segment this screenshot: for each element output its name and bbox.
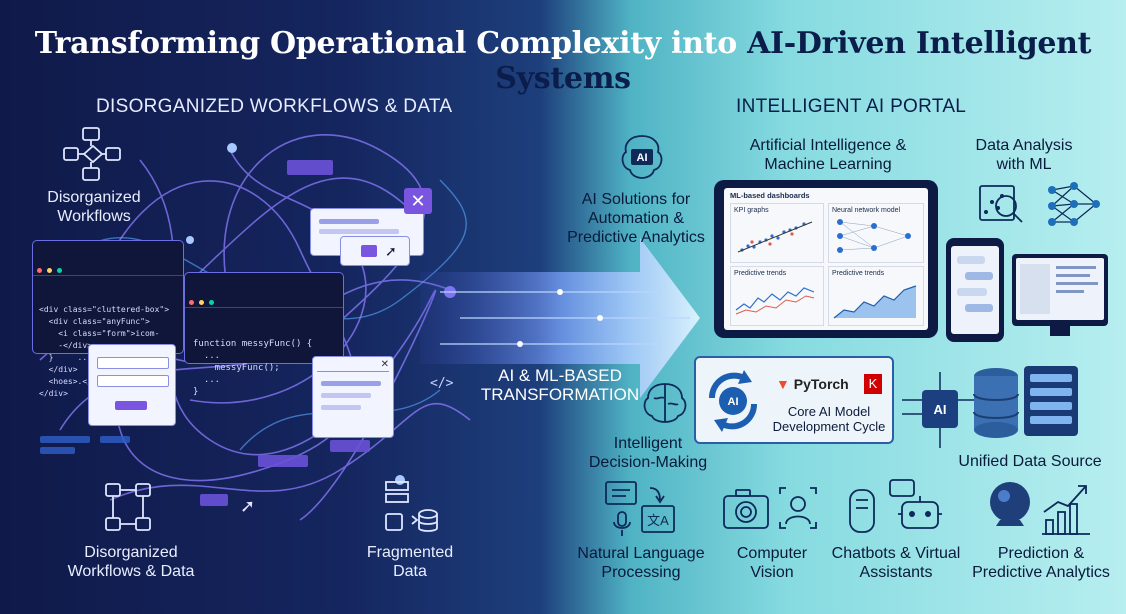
database-stack-icon bbox=[973, 366, 1078, 438]
code-line-a-4: } .. bbox=[39, 353, 88, 362]
nlp-icon: 文A bbox=[605, 481, 675, 536]
phone-device bbox=[946, 238, 1004, 342]
svg-text:AI: AI bbox=[637, 152, 648, 164]
chatbot-icon bbox=[849, 479, 942, 533]
trends-label-2: Predictive trends bbox=[832, 270, 885, 277]
code-line-b-0: function messyFunc() { bbox=[193, 339, 313, 349]
computer-vision-icon bbox=[723, 487, 817, 529]
code-line-b-4: } bbox=[193, 387, 199, 397]
code-line-b-3: ... bbox=[193, 375, 221, 385]
code-panel-messy-func: function messyFunc() { ... messyFunc(); … bbox=[184, 272, 344, 397]
code-line-b-2: messyFunc(); bbox=[193, 363, 280, 373]
code-line-a-3: -</div> bbox=[39, 341, 92, 350]
floating-window-bottom: ✕ bbox=[312, 356, 394, 438]
svg-text:AI: AI bbox=[728, 396, 739, 408]
label-disorganized-workflows: Disorganized Workflows bbox=[47, 189, 141, 225]
label-core-cycle: Core AI Model Development Cycle bbox=[772, 404, 886, 434]
code-line-a-7: </div> bbox=[39, 389, 68, 398]
fragmented-data-icon bbox=[385, 481, 438, 532]
pytorch-logo: ▼ PyTorch bbox=[776, 376, 849, 392]
monitor-stand bbox=[1050, 326, 1070, 336]
code-lines-1: <div class="cluttered-box"> <div class="… bbox=[33, 300, 183, 404]
workflow-data-icon bbox=[105, 483, 151, 531]
label-prediction: Prediction & Predictive Analytics bbox=[972, 545, 1110, 581]
code-lines-2: function messyFunc() { ... messyFunc(); … bbox=[185, 332, 343, 404]
code-panel-cluttered: <div class="cluttered-box"> <div class="… bbox=[32, 240, 184, 398]
dashboard-tablet: ML-based dashboards KPI graphs Neural ne… bbox=[714, 180, 938, 338]
label-chatbots: Chatbots & Virtual Assistants bbox=[831, 545, 961, 581]
prediction-icon bbox=[990, 482, 1090, 535]
kpi-graph-label: KPI graphs bbox=[734, 207, 769, 214]
form-card bbox=[88, 344, 176, 426]
ai-brain-icon: AI bbox=[621, 135, 663, 179]
label-computer-vision: Computer Vision bbox=[736, 545, 808, 581]
trends-area-chart-2 bbox=[833, 285, 917, 319]
nn-mini-diagram bbox=[837, 219, 911, 253]
code-line-a-5: </div> bbox=[39, 365, 78, 374]
cursor-icon: ➚ bbox=[385, 243, 397, 259]
brain-icon bbox=[643, 383, 687, 423]
dashboard-title: ML-based dashboards bbox=[730, 191, 810, 200]
label-ai-ml: Artificial Intelligence & Machine Learni… bbox=[749, 137, 907, 173]
label-transformation: AI & ML-BASED TRANSFORMATION bbox=[480, 366, 640, 404]
floating-window-small: ➚ bbox=[340, 236, 410, 266]
code-line-a-6: <hoes>.</son> bbox=[39, 377, 112, 386]
code-line-b-1: ... bbox=[193, 351, 221, 361]
label-nlp: Natural Language Processing bbox=[577, 545, 705, 581]
svg-text:AI: AI bbox=[934, 402, 947, 417]
keras-logo: K bbox=[864, 374, 882, 394]
trends-label-1: Predictive trends bbox=[734, 270, 787, 277]
workflow-icon bbox=[63, 127, 121, 181]
ai-chip-icon: AI bbox=[902, 372, 978, 448]
right-heading: INTELLIGENT AI PORTAL bbox=[736, 96, 967, 117]
label-disorganized-workflows-data: Disorganized Workflows & Data bbox=[67, 544, 195, 580]
page-title: Transforming Operational Complexity into… bbox=[34, 26, 1092, 96]
label-unified-data: Unified Data Source bbox=[958, 453, 1102, 470]
code-line-a-0: <div class="cluttered-box"> bbox=[39, 305, 170, 314]
label-decision-making: Intelligent Decision-Making bbox=[588, 435, 708, 471]
label-ai-solutions: AI Solutions for Automation & Predictive… bbox=[567, 191, 705, 246]
code-line-a-1: <div class="anyFunc"> bbox=[39, 317, 150, 326]
nn-model-label: Neural network model bbox=[832, 207, 901, 214]
core-ai-cycle-panel: AI ▼ PyTorch K Core AI Model Development… bbox=[694, 356, 894, 444]
kpi-scatter bbox=[737, 221, 813, 253]
close-icon-small: ✕ bbox=[317, 359, 389, 372]
data-analysis-icon bbox=[979, 182, 1100, 226]
code-line-a-2: <i class="form">icom- bbox=[39, 329, 160, 338]
cycle-arrows-icon: AI bbox=[708, 370, 758, 432]
left-heading: DISORGANIZED WORKFLOWS & DATA bbox=[96, 96, 453, 117]
close-icon: ✕ bbox=[404, 188, 432, 214]
trends-line-chart-1 bbox=[735, 287, 815, 315]
code-brackets-icon: </> bbox=[430, 376, 454, 391]
label-data-analysis: Data Analysis with ML bbox=[975, 137, 1073, 173]
cursor-icon-bottom: ➚ bbox=[240, 496, 256, 516]
label-fragmented-data: Fragmented Data bbox=[366, 544, 454, 580]
dashboard-screen: ML-based dashboards KPI graphs Neural ne… bbox=[724, 188, 928, 330]
svg-text:文A: 文A bbox=[647, 513, 669, 528]
monitor-device bbox=[1012, 254, 1108, 326]
